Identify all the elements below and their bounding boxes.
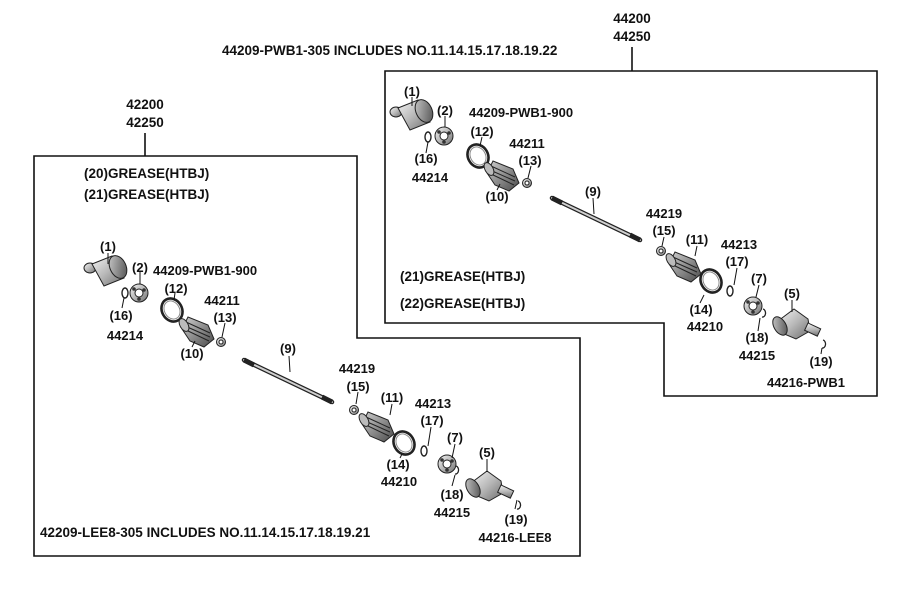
left-callout-15: (15) xyxy=(346,379,369,394)
left-callout-13: (13) xyxy=(213,310,236,325)
left-callout-17: (17) xyxy=(420,413,443,428)
right-grease-note-2: (22)GREASE(HTBJ) xyxy=(400,296,525,311)
right-label-44211: 44211 xyxy=(509,136,544,151)
left-assembly: 42200 42250 (20)GREASE(HTBJ) (21)GREASE(… xyxy=(33,97,581,557)
left-inner-boot xyxy=(176,316,215,348)
left-leader-lines xyxy=(107,253,518,510)
left-label-44219: 44219 xyxy=(339,361,375,376)
right-boot-band-small xyxy=(522,178,532,188)
left-callout-10: (10) xyxy=(180,346,203,361)
right-leader-lines xyxy=(411,97,823,355)
right-label-44209-pwb1-900: 44209-PWB1-900 xyxy=(469,105,573,120)
left-callout-12: (12) xyxy=(164,281,187,296)
left-part-number-1: 42200 xyxy=(126,97,164,112)
left-stop-ring xyxy=(349,405,359,415)
left-boot-band-small xyxy=(216,337,226,347)
left-callout-2: (2) xyxy=(132,260,148,275)
right-callout-1: (1) xyxy=(404,84,420,99)
right-callout-5: (5) xyxy=(784,286,800,301)
left-inner-joint-cup xyxy=(83,252,131,287)
right-callout-7: (7) xyxy=(751,271,767,286)
right-callout-12: (12) xyxy=(470,124,493,139)
right-label-44219: 44219 xyxy=(646,206,682,221)
right-assembly: 44200 44250 44209-PWB1-305 INCLUDES NO.1… xyxy=(222,11,878,397)
right-stop-ring xyxy=(656,246,666,256)
left-callout-5: (5) xyxy=(479,445,495,460)
left-label-44211: 44211 xyxy=(204,293,239,308)
left-drive-shaft xyxy=(244,360,332,402)
right-includes-note: 44209-PWB1-305 INCLUDES NO.11.14.15.17.1… xyxy=(222,43,557,58)
left-callout-7: (7) xyxy=(447,430,463,445)
left-outer-clip xyxy=(420,445,428,457)
right-joint-bearing xyxy=(434,126,454,146)
right-callout-11: (11) xyxy=(686,232,708,247)
right-label-44210: 44210 xyxy=(687,319,723,334)
left-label-44216-lee8: 44216-LEE8 xyxy=(479,530,552,545)
left-outer-boot xyxy=(356,411,395,443)
left-label-44210: 44210 xyxy=(381,474,417,489)
left-part-number-2: 42250 xyxy=(126,115,164,130)
left-callout-1: (1) xyxy=(100,239,116,254)
left-end-clip xyxy=(516,500,522,510)
right-end-clip xyxy=(821,339,827,349)
right-callout-19: (19) xyxy=(809,354,832,369)
right-outer-joint xyxy=(769,308,822,340)
left-outer-bearing xyxy=(437,454,457,474)
right-callout-14: (14) xyxy=(689,302,712,317)
right-part-number-1: 44200 xyxy=(613,11,651,26)
right-outer-band-large xyxy=(695,264,727,298)
right-callout-13: (13) xyxy=(518,153,541,168)
right-label-44213: 44213 xyxy=(721,237,757,252)
right-grease-note-1: (21)GREASE(HTBJ) xyxy=(400,269,525,284)
right-label-44215: 44215 xyxy=(739,348,775,363)
right-outer-boot xyxy=(663,251,702,283)
right-label-44214: 44214 xyxy=(412,170,449,185)
left-callout-16: (16) xyxy=(109,308,132,323)
left-label-44213: 44213 xyxy=(415,396,451,411)
right-callout-17: (17) xyxy=(725,254,748,269)
left-callout-11: (11) xyxy=(381,390,403,405)
right-part-number-2: 44250 xyxy=(613,29,651,44)
left-label-44209-pwb1-900: 44209-PWB1-900 xyxy=(153,263,257,278)
left-includes-note: 42209-LEE8-305 INCLUDES NO.11.14.15.17.1… xyxy=(40,525,371,540)
left-label-44214: 44214 xyxy=(107,328,144,343)
left-callout-14: (14) xyxy=(386,457,409,472)
left-callout-19: (19) xyxy=(504,512,527,527)
right-callout-9: (9) xyxy=(585,184,601,199)
right-callout-15: (15) xyxy=(652,223,675,238)
left-frame xyxy=(33,155,581,557)
right-inner-joint-cup xyxy=(389,96,437,131)
left-snap-ring xyxy=(121,287,129,299)
right-snap-ring xyxy=(424,131,432,143)
left-joint-bearing xyxy=(129,283,149,303)
left-label-44215: 44215 xyxy=(434,505,470,520)
left-grease-note-2: (21)GREASE(HTBJ) xyxy=(84,187,209,202)
left-callout-9: (9) xyxy=(280,341,296,356)
right-label-44216-pwb1: 44216-PWB1 xyxy=(767,375,845,390)
right-inner-boot xyxy=(481,160,520,192)
right-drive-shaft xyxy=(552,198,640,240)
left-callout-18: (18) xyxy=(440,487,463,502)
right-callout-10: (10) xyxy=(485,189,508,204)
right-circlip xyxy=(761,308,767,318)
right-outer-bearing xyxy=(743,296,763,316)
left-outer-joint xyxy=(462,470,515,502)
right-outer-clip xyxy=(726,285,734,297)
right-callout-16: (16) xyxy=(414,151,437,166)
right-frame xyxy=(384,70,878,397)
right-callout-18: (18) xyxy=(745,330,768,345)
right-callout-2: (2) xyxy=(437,103,453,118)
left-grease-note-1: (20)GREASE(HTBJ) xyxy=(84,166,209,181)
